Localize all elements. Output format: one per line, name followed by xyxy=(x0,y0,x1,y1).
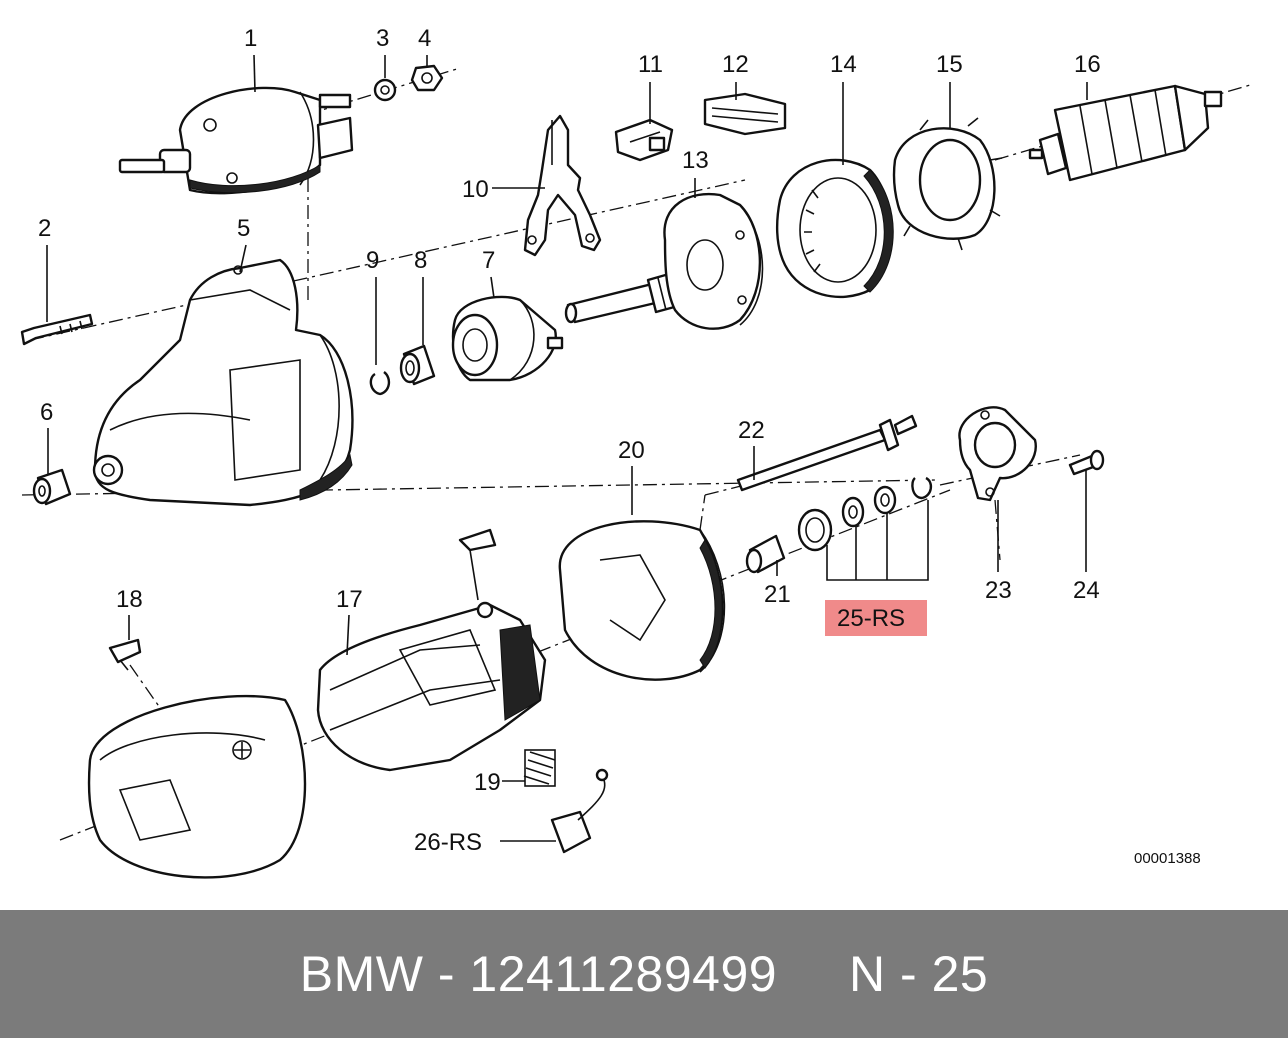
end-cap xyxy=(87,694,307,879)
through-bolt-part-22 xyxy=(736,414,918,492)
parts-diagram: 1 3 4 2 5 6 9 xyxy=(20,25,1251,879)
brush-block-part-12 xyxy=(703,92,787,136)
label-8: 8 xyxy=(414,247,427,274)
label-5: 5 xyxy=(237,215,250,242)
label-17: 17 xyxy=(336,586,363,613)
label-26: 26-RS xyxy=(414,829,482,856)
label-10: 10 xyxy=(462,176,489,203)
label-13: 13 xyxy=(682,147,709,174)
label-2: 2 xyxy=(38,215,51,242)
part-number-caption: BMW - 12411289499 N - 25 xyxy=(299,946,989,1002)
pinion-drive-part-7 xyxy=(451,295,564,382)
armature-part-16 xyxy=(1028,84,1223,182)
label-15: 15 xyxy=(936,51,963,78)
label-4: 4 xyxy=(418,25,431,52)
label-19: 19 xyxy=(474,769,501,796)
bearing-plate-part-15 xyxy=(892,117,1003,251)
footer-bar: BMW - 12411289499 N - 25 xyxy=(0,910,1288,1038)
reference-code: 00001388 xyxy=(1134,850,1201,867)
label-18: 18 xyxy=(116,586,143,613)
label-16: 16 xyxy=(1074,51,1101,78)
label-21: 21 xyxy=(764,581,791,608)
label-11: 11 xyxy=(638,51,663,78)
washer-part-3 xyxy=(373,78,397,102)
screw-part-18 xyxy=(108,638,142,671)
label-23: 23 xyxy=(985,577,1012,604)
screw-part-24 xyxy=(1068,449,1105,476)
highlight-25 xyxy=(825,600,927,636)
label-22: 22 xyxy=(738,417,765,444)
ring-gear-part-14 xyxy=(775,158,894,298)
bolt-part-2 xyxy=(20,313,94,346)
label-1: 1 xyxy=(244,25,257,52)
washer-set-part-25 xyxy=(797,476,933,552)
retaining-ring-part-9 xyxy=(369,371,391,396)
stop-ring-part-8 xyxy=(399,344,436,386)
exploded-view-svg: 1 3 4 2 5 6 9 xyxy=(20,25,1251,879)
label-14: 14 xyxy=(830,51,857,78)
solenoid-part xyxy=(118,86,354,195)
fork-lever-part-10 xyxy=(523,114,602,257)
brush-part-26 xyxy=(550,768,609,854)
bushing-part-21 xyxy=(745,534,786,574)
brush-holder-part-17 xyxy=(316,528,547,772)
nut-part-4 xyxy=(410,64,444,92)
label-7: 7 xyxy=(482,247,495,274)
bracket-part-11 xyxy=(614,118,674,162)
spring-part-19 xyxy=(523,749,556,787)
label-20: 20 xyxy=(618,437,645,464)
bushing-part-6 xyxy=(32,468,72,506)
label-24: 24 xyxy=(1073,577,1100,604)
label-12: 12 xyxy=(722,51,749,78)
label-6: 6 xyxy=(40,399,53,426)
drive-housing-part-5 xyxy=(92,258,354,507)
label-25: 25-RS xyxy=(837,605,905,632)
label-9: 9 xyxy=(366,247,379,274)
pole-housing-part-20 xyxy=(558,520,726,681)
cover-plate-part-13 xyxy=(663,192,764,330)
label-3: 3 xyxy=(376,25,389,52)
flange-part-23 xyxy=(958,406,1037,502)
